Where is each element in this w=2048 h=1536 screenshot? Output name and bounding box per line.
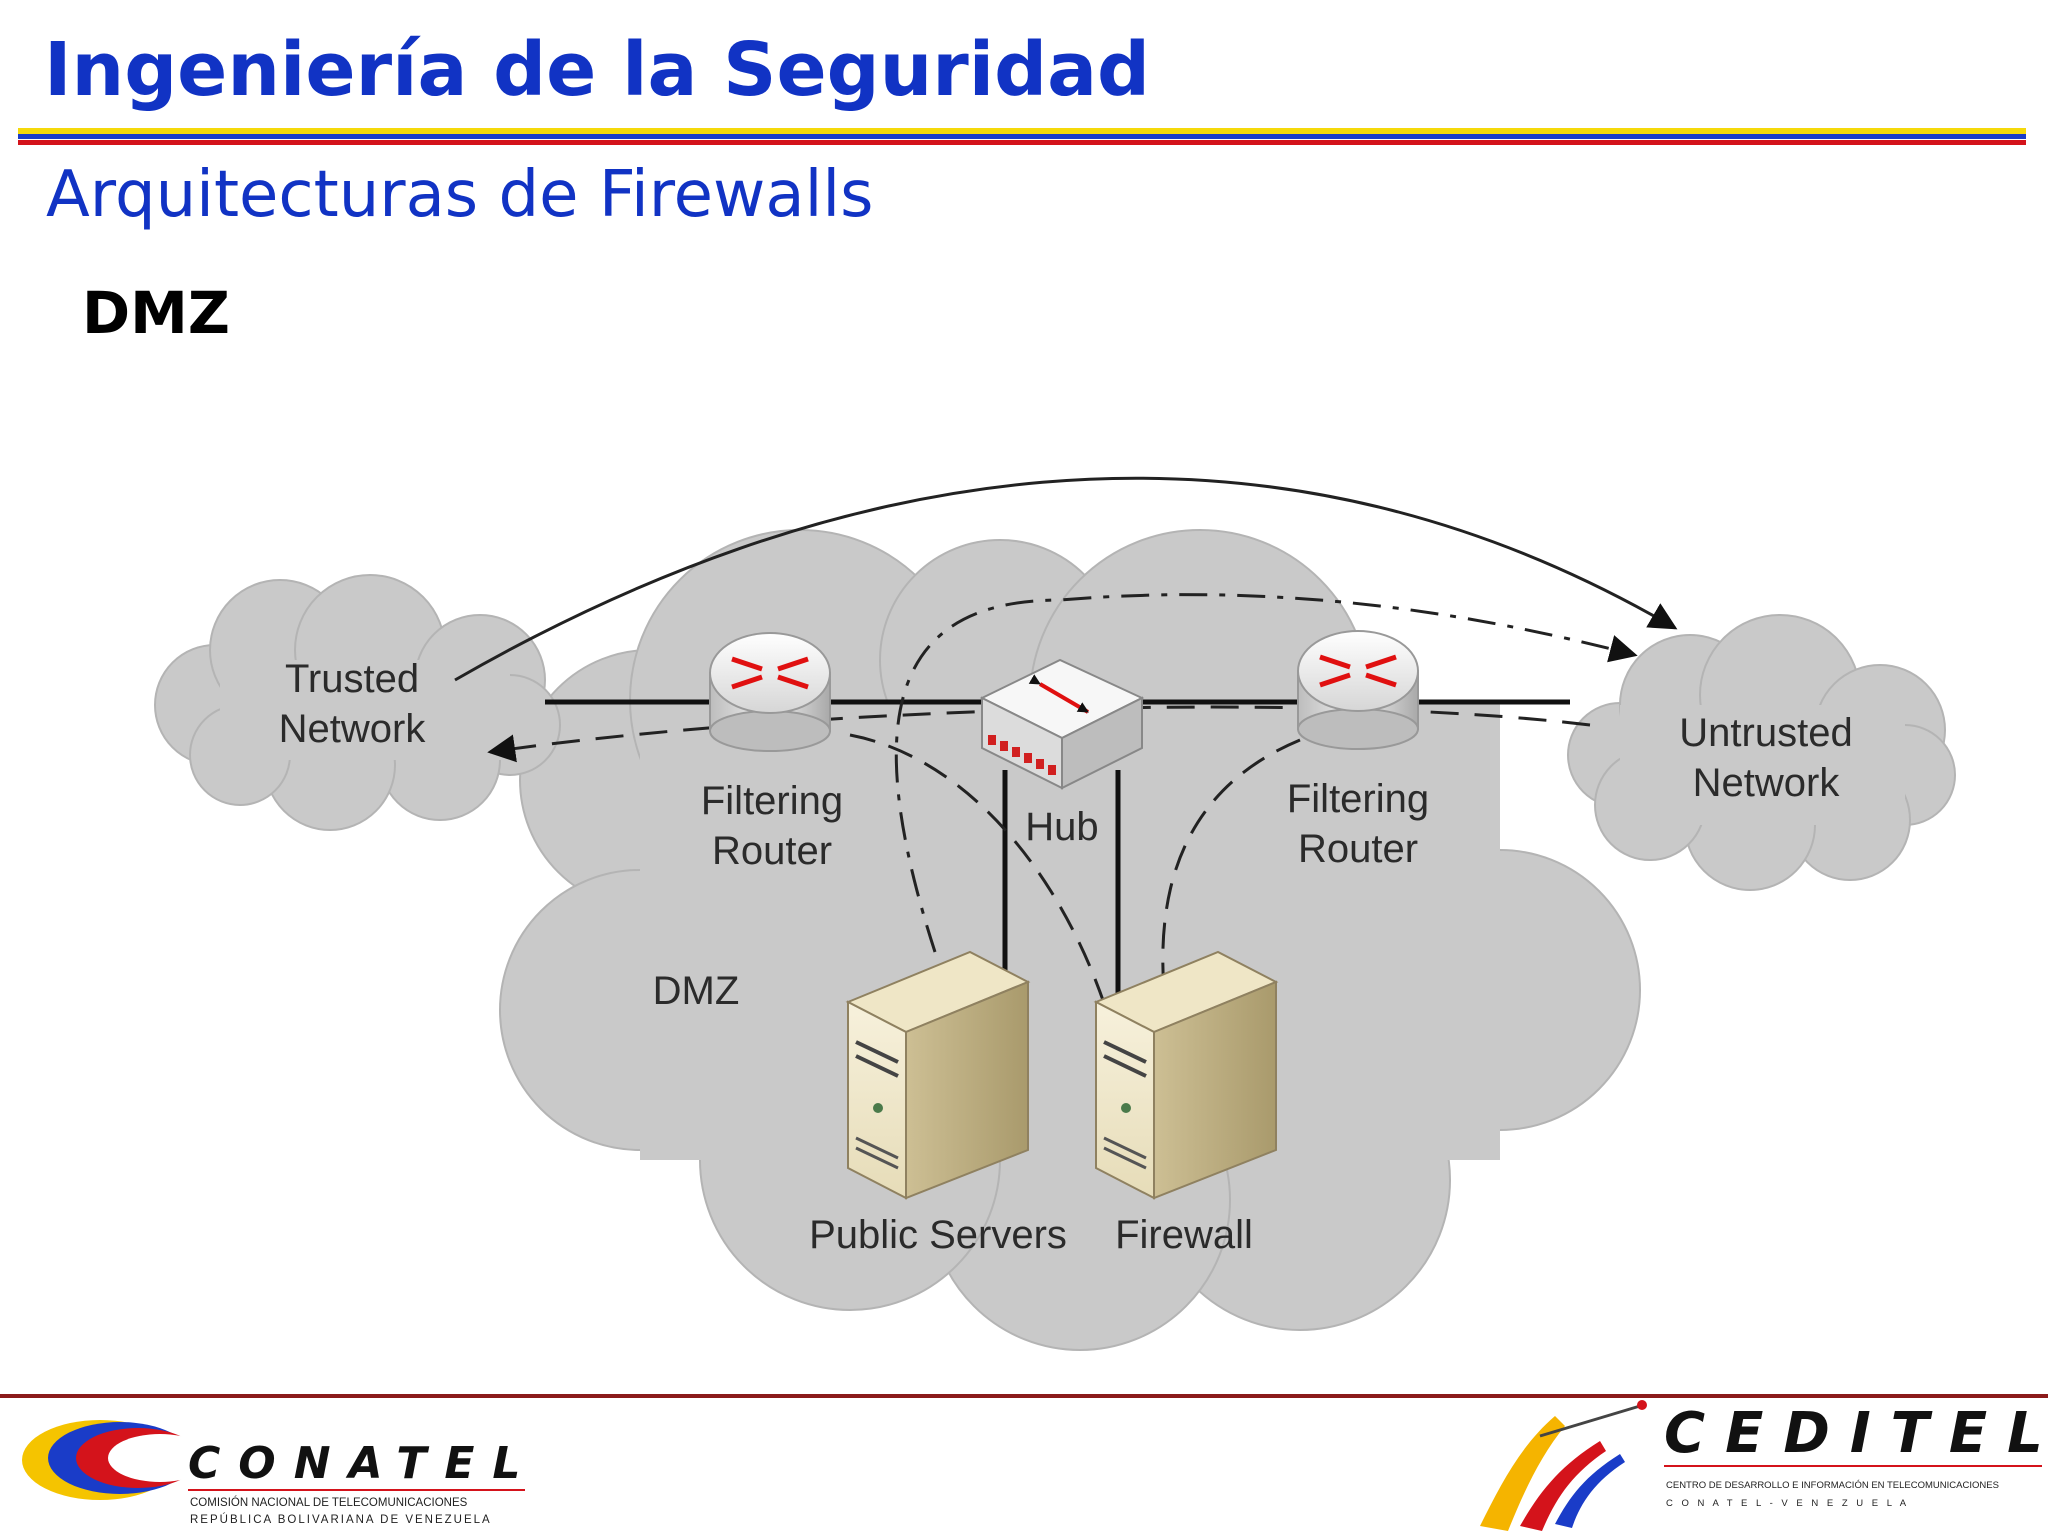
conatel-subtitle-line1: COMISIÓN NACIONAL DE TELECOMUNICACIONES (190, 1496, 468, 1509)
ceditel-logo: CEDITEL CENTRO DE DESARROLLO E INFORMACI… (1480, 1400, 2048, 1531)
trusted-network-label-line1: Trusted (285, 657, 419, 701)
router-right-label-line1: Filtering (1287, 777, 1429, 821)
filtering-router-right-icon (1297, 630, 1419, 750)
trusted-network-label-line2: Network (279, 707, 427, 751)
firewall-server-icon (1093, 950, 1279, 1200)
stripe-red (18, 140, 2026, 145)
dmz-label: DMZ (653, 969, 740, 1013)
untrusted-network-label-line2: Network (1693, 761, 1841, 805)
conatel-subtitle-line2: REPÚBLICA BOLIVARIANA DE VENEZUELA (190, 1513, 492, 1526)
ceditel-subtitle-line1: CENTRO DE DESARROLLO E INFORMACIÓN EN TE… (1666, 1480, 1999, 1491)
public-server-icon (845, 950, 1031, 1200)
public-servers-label: Public Servers (809, 1213, 1067, 1257)
footer-divider (0, 1394, 2048, 1398)
stripe-yellow (18, 128, 2026, 134)
dmz-cloud (499, 529, 1641, 1351)
router-left-label-line1: Filtering (701, 779, 843, 823)
section-heading: DMZ (82, 279, 230, 347)
hub-label: Hub (1025, 805, 1098, 849)
hub-icon (979, 658, 1145, 790)
router-right-label-line2: Router (1298, 827, 1418, 871)
ceditel-subtitle-line2: C O N A T E L - V E N E Z U E L A (1666, 1498, 1909, 1509)
dmz-network-diagram: Trusted Network Untrusted Network Filter… (154, 476, 1956, 1351)
conatel-emblem-icon (22, 1420, 212, 1500)
filtering-router-left-icon (709, 632, 831, 752)
trusted-cloud (154, 574, 561, 831)
conatel-name: CONATEL (188, 1438, 538, 1489)
router-left-label-line2: Router (712, 829, 832, 873)
conatel-logo: CONATEL COMISIÓN NACIONAL DE TELECOMUNIC… (22, 1420, 538, 1526)
firewall-label: Firewall (1115, 1213, 1253, 1257)
slide-title: Ingeniería de la Seguridad (44, 27, 1151, 113)
stripe-blue (18, 134, 2026, 139)
untrusted-network-label-line1: Untrusted (1679, 711, 1852, 755)
slide-subtitle: Arquitecturas de Firewalls (46, 158, 874, 232)
untrusted-cloud (1567, 614, 1956, 891)
ceditel-name: CEDITEL (1664, 1401, 2048, 1466)
ceditel-emblem-icon (1480, 1400, 1647, 1531)
